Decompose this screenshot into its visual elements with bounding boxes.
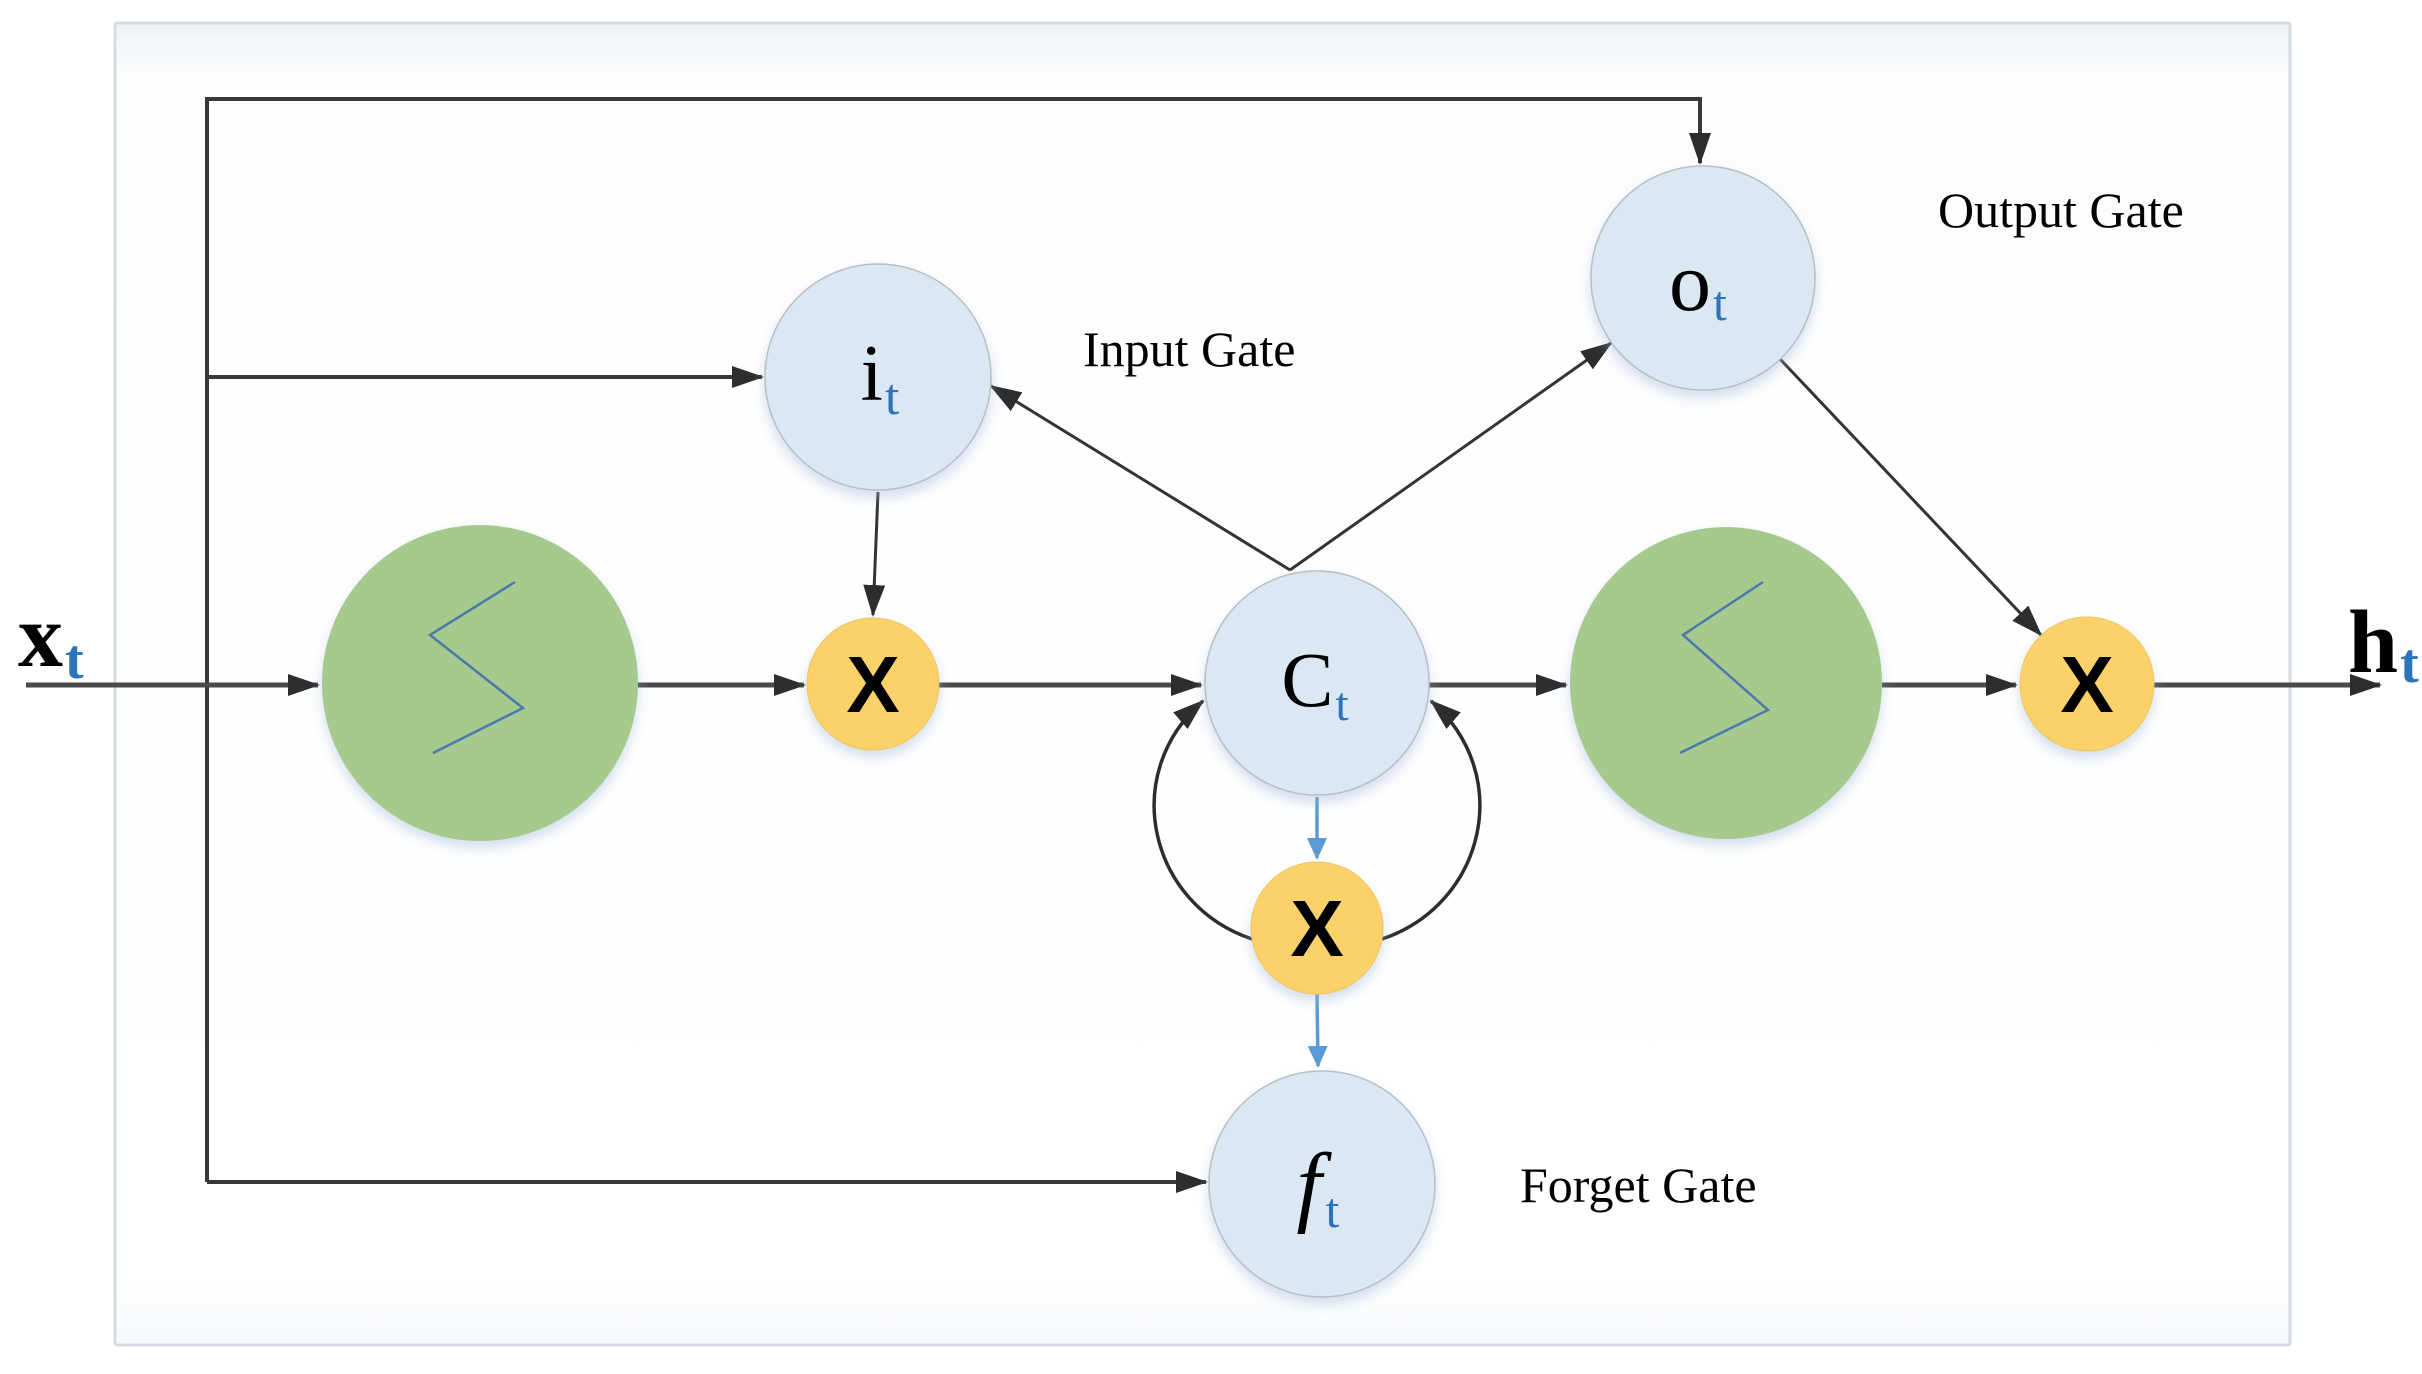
cell-state-label: Ct [1281,636,1349,731]
multiply-x-label: X [1290,884,1343,973]
caption-output-gate: Output Gate [1938,182,2184,238]
multiply-node-right [2019,616,2155,752]
multiply-node-left [806,617,940,751]
activation-circle-left [322,525,638,841]
sigmoid-zigzag-icon [1679,580,1771,755]
recurrent-arc-right [1381,699,1482,941]
sigmoid-zigzag-icon [427,580,526,755]
multiply-node-center [1250,861,1384,995]
multiply-center-to-forget-gate-arrow-blue [1307,993,1328,1068]
cell-state-node [1204,570,1430,796]
cell-to-input-gate-arrow [989,384,1291,572]
cell-to-output-gate-arrow [1289,341,1613,572]
output-gate-label: ot [1669,236,1727,331]
input-gate-node [764,263,992,491]
output-ht-label: ht [2348,593,2419,695]
activation-circle-right [1570,527,1882,839]
output-gate-to-multiply-arrow [1778,357,2043,637]
branch-top-to-output-gate-arrow [205,97,1711,1182]
caption-forget-gate: Forget Gate [1520,1157,1757,1213]
input-gate-to-multiply-arrow [863,491,886,617]
multiply-x-label: X [846,640,899,729]
multiply-x-label: X [2060,640,2113,729]
forget-gate-node [1208,1070,1436,1298]
input-xt-label: xt [18,587,84,691]
caption-input-gate: Input Gate [1083,321,1295,377]
output-gate-node [1590,165,1816,391]
input-gate-label: it [861,330,900,426]
recurrent-arc-left [1152,699,1253,941]
